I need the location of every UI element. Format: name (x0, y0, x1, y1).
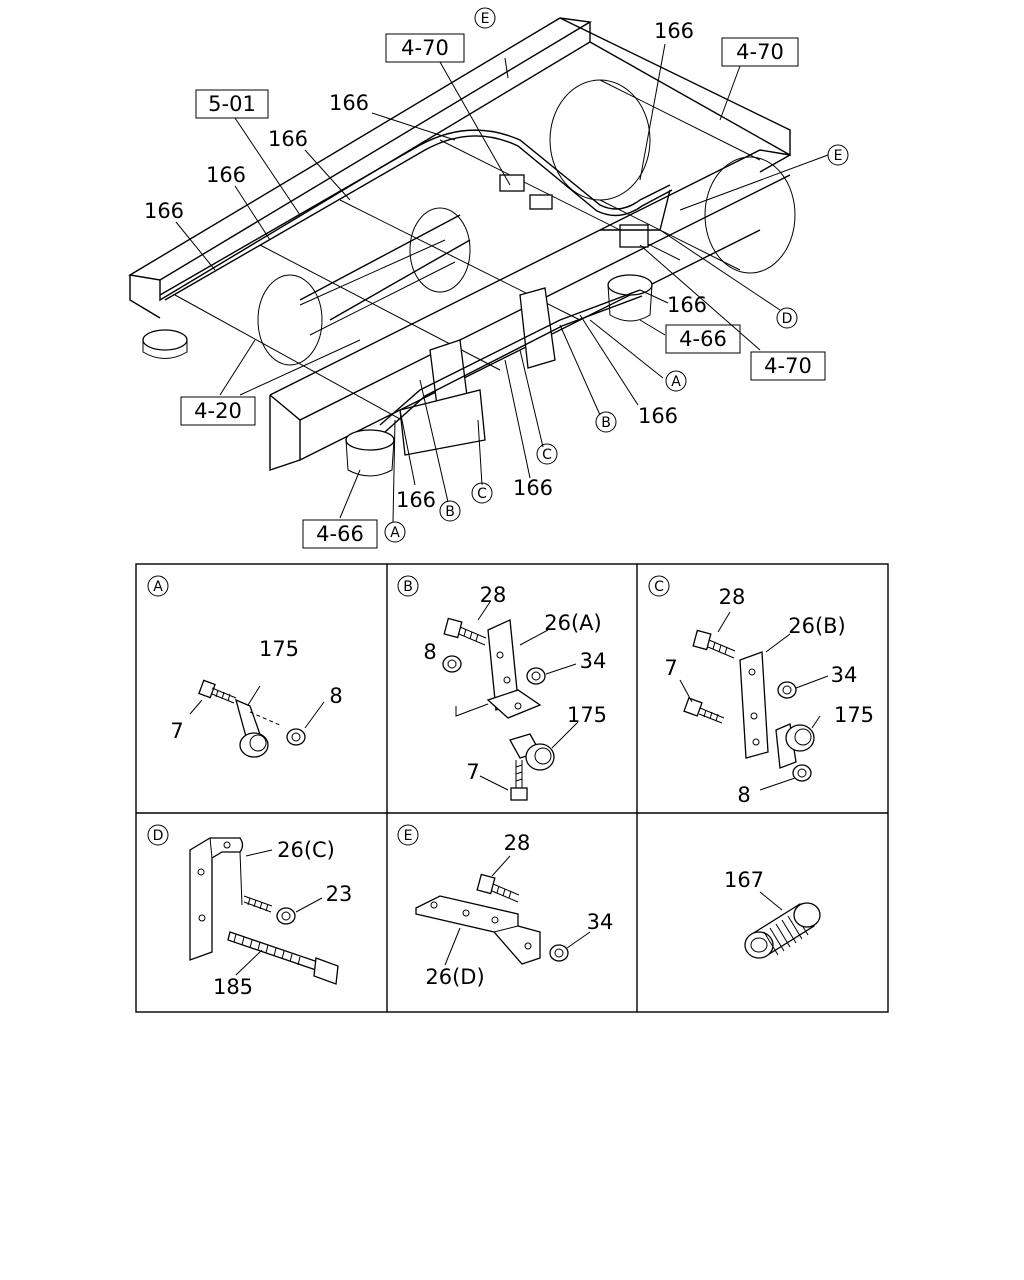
view-marker-a: A (665, 370, 687, 392)
ref-5-01: 5-01 (208, 92, 256, 116)
detail-c-panel: C (648, 575, 874, 807)
view-marker-c: C (536, 443, 558, 465)
part-label-26b: 26(B) (788, 614, 846, 638)
clip-icon (509, 733, 555, 771)
part-166-label: 166 (638, 404, 678, 428)
top-leader-lines (175, 43, 829, 523)
ref-4-66-bottom: 4-66 (316, 522, 364, 546)
svg-text:D: D (782, 311, 793, 327)
bolt-icon (510, 760, 528, 801)
part-166-label: 166 (329, 91, 369, 115)
part-label-34: 34 (580, 649, 607, 673)
ref-4-20: 4-20 (194, 399, 242, 423)
bracket-icon (486, 619, 542, 719)
part-label-34: 34 (587, 910, 614, 934)
part-166-label: 166 (654, 19, 694, 43)
part-label-26a: 26(A) (544, 611, 601, 635)
air-spring-bottom (345, 429, 395, 477)
svg-text:B: B (601, 415, 611, 431)
nut-icon (549, 944, 569, 962)
part-label-28: 28 (480, 583, 507, 607)
detail-e-panel: E 28 34 26(D) (397, 824, 614, 989)
svg-text:A: A (390, 525, 400, 541)
chassis-assembly-drawing (128, 17, 796, 477)
bolt-icon (243, 895, 273, 913)
part-label-175: 175 (567, 703, 607, 727)
part-label-175: 175 (259, 637, 299, 661)
clip-icon (235, 698, 283, 758)
ref-4-70-lower: 4-70 (764, 354, 812, 378)
nut-icon (792, 764, 812, 782)
view-marker-b: B (595, 411, 617, 433)
part-label-167: 167 (724, 868, 764, 892)
bolt-icon (692, 629, 736, 659)
part-166-label: 166 (268, 127, 308, 151)
plate-bracket-icon (739, 651, 769, 759)
part-label-175: 175 (834, 703, 874, 727)
nut-icon (442, 655, 462, 673)
svg-text:C: C (542, 447, 552, 463)
bolt-icon (443, 617, 487, 646)
detail-tag: B (403, 579, 413, 595)
nut-icon (777, 681, 797, 699)
part-label-28: 28 (719, 585, 746, 609)
ref-4-70-right: 4-70 (736, 40, 784, 64)
bolt-icon (198, 679, 237, 704)
detail-tag: D (153, 828, 164, 844)
bolt-icon (683, 697, 725, 724)
ref-4-66-right: 4-66 (679, 327, 727, 351)
svg-text:A: A (671, 374, 681, 390)
view-marker-c: C (471, 482, 493, 504)
part-label-28: 28 (504, 831, 531, 855)
svg-text:B: B (445, 504, 455, 520)
bolt-icon (476, 873, 520, 903)
part-label-26c: 26(C) (277, 838, 335, 862)
part-label-23: 23 (326, 882, 353, 906)
detail-tag: A (153, 579, 163, 595)
detail-b-panel: B (397, 575, 607, 801)
clip-icon (775, 723, 815, 769)
part-label-7: 7 (170, 719, 183, 743)
part-166-label: 166 (667, 293, 707, 317)
detail-d-panel: D 26(C) 23 185 (147, 824, 353, 999)
svg-text:E: E (481, 11, 490, 27)
air-spring-left (142, 329, 188, 359)
view-marker-e: E (474, 7, 496, 29)
air-spring-right (607, 274, 653, 322)
part-label-8: 8 (329, 684, 342, 708)
part-166-label: 166 (513, 476, 553, 500)
part-label-185: 185 (213, 975, 253, 999)
bracket-icon (415, 895, 541, 965)
part-label-34: 34 (831, 663, 858, 687)
detail-a-panel: A 175 7 8 (147, 575, 343, 758)
ref-4-70-left: 4-70 (401, 36, 449, 60)
nut-icon (286, 728, 306, 746)
view-marker-a: A (384, 521, 406, 543)
part-166-label: 166 (396, 488, 436, 512)
view-marker-d: D (776, 307, 798, 329)
detail-f-panel: 167 (724, 868, 821, 959)
detail-tag: E (404, 828, 413, 844)
part-label-7: 7 (466, 760, 479, 784)
part-166-label: 166 (144, 199, 184, 223)
detail-grid (135, 563, 889, 1013)
svg-text:E: E (834, 148, 843, 164)
corrugated-tube-icon (744, 902, 821, 959)
cable-tie-icon (227, 931, 339, 985)
part-label-8: 8 (737, 783, 750, 807)
view-marker-b: B (439, 500, 461, 522)
part-label-7: 7 (664, 656, 677, 680)
part-166-label: 166 (206, 163, 246, 187)
part-label-26d: 26(D) (425, 965, 484, 989)
part-label-8: 8 (423, 640, 436, 664)
detail-tag: C (654, 579, 664, 595)
top-callouts: 4-70 4-70 5-01 4-20 4-66 4-70 4-66 166 1… (144, 7, 849, 549)
svg-text:C: C (477, 486, 487, 502)
nut-icon (276, 907, 296, 925)
view-marker-e: E (827, 144, 849, 166)
nut-icon (526, 667, 546, 685)
bracket-icon (189, 837, 244, 961)
